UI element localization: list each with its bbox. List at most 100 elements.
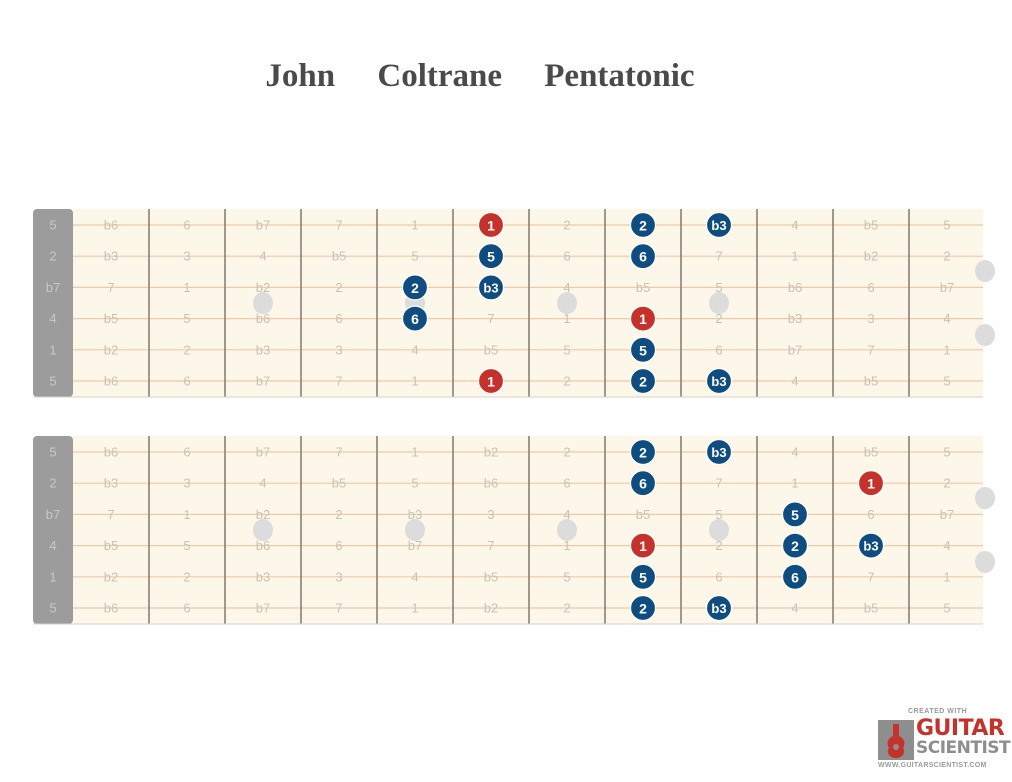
scale-note-marker bbox=[857, 532, 885, 559]
interval-label: 4 bbox=[259, 249, 266, 264]
interval-label: 1 bbox=[183, 507, 190, 522]
note-label: 5 bbox=[487, 249, 495, 265]
scale-note-marker bbox=[401, 274, 429, 301]
note-label: b3 bbox=[483, 280, 498, 295]
interval-label: b6 bbox=[104, 601, 118, 616]
interval-label: 6 bbox=[563, 476, 570, 491]
note-label: 1 bbox=[639, 311, 647, 327]
interval-label: 5 bbox=[563, 569, 570, 584]
interval-label: 4 bbox=[791, 374, 798, 389]
interval-label: 5 bbox=[715, 507, 722, 522]
interval-label: 1 bbox=[411, 218, 418, 233]
interval-label: b3 bbox=[104, 476, 118, 491]
interval-label: 2 bbox=[563, 374, 570, 389]
interval-label: b2 bbox=[256, 507, 270, 522]
interval-label: 2 bbox=[563, 601, 570, 616]
interval-label: 5 bbox=[411, 249, 418, 264]
interval-label: b5 bbox=[636, 507, 650, 522]
interval-label: b2 bbox=[104, 569, 118, 584]
interval-label: 7 bbox=[487, 538, 494, 553]
interval-label: 6 bbox=[183, 374, 190, 389]
scale-note-marker bbox=[781, 563, 809, 590]
interval-label: b5 bbox=[332, 249, 346, 264]
open-string-label: 5 bbox=[49, 374, 56, 389]
note-label: 2 bbox=[639, 374, 647, 390]
interval-label: 3 bbox=[335, 342, 342, 357]
fret-inlay-double bbox=[975, 323, 995, 346]
fret-inlay bbox=[557, 292, 577, 314]
interval-label: 4 bbox=[943, 538, 950, 553]
interval-label: 2 bbox=[715, 311, 722, 326]
interval-label: b7 bbox=[256, 601, 270, 616]
interval-label: 1 bbox=[411, 601, 418, 616]
interval-label: 6 bbox=[183, 218, 190, 233]
scale-note-marker bbox=[629, 594, 657, 622]
fret-inlay-double bbox=[975, 487, 995, 510]
interval-label: 7 bbox=[107, 507, 114, 522]
interval-label: b5 bbox=[332, 476, 346, 491]
interval-label: 3 bbox=[867, 311, 874, 326]
interval-label: b6 bbox=[104, 218, 118, 233]
interval-label: 4 bbox=[943, 311, 950, 326]
note-label: 5 bbox=[791, 507, 799, 523]
interval-label: 3 bbox=[183, 249, 190, 264]
interval-label: 6 bbox=[867, 507, 874, 522]
open-string-label: 4 bbox=[49, 538, 56, 553]
scale-note-marker bbox=[477, 274, 505, 301]
interval-label: b7 bbox=[256, 218, 270, 233]
interval-label: b2 bbox=[864, 249, 878, 264]
interval-label: 6 bbox=[563, 249, 570, 264]
fretboard-background bbox=[73, 209, 983, 397]
title-word-3: Pentatonic bbox=[544, 58, 695, 94]
scale-note-marker bbox=[705, 211, 733, 239]
interval-label: 1 bbox=[791, 476, 798, 491]
note-label: 2 bbox=[639, 445, 647, 461]
interval-label: 7 bbox=[715, 249, 722, 264]
interval-label: b3 bbox=[256, 342, 270, 357]
fret-inlay bbox=[253, 292, 273, 314]
interval-label: b6 bbox=[788, 280, 802, 295]
interval-label: 1 bbox=[563, 538, 570, 553]
interval-label: b7 bbox=[940, 507, 954, 522]
interval-label: 6 bbox=[867, 280, 874, 295]
note-label: 2 bbox=[791, 538, 799, 554]
note-label: b3 bbox=[711, 218, 726, 233]
interval-label: 6 bbox=[183, 601, 190, 616]
interval-label: 2 bbox=[335, 507, 342, 522]
scale-note-marker bbox=[629, 438, 657, 466]
title-word-2: Coltrane bbox=[377, 58, 503, 94]
note-label: 6 bbox=[639, 249, 647, 265]
interval-label: b6 bbox=[484, 476, 498, 491]
interval-label: b5 bbox=[484, 342, 498, 357]
interval-label: 2 bbox=[563, 445, 570, 460]
interval-label: b2 bbox=[104, 342, 118, 357]
note-label: 1 bbox=[639, 538, 647, 554]
guitar-logo-icon bbox=[878, 720, 914, 760]
interval-label: 1 bbox=[183, 280, 190, 295]
interval-label: b5 bbox=[636, 280, 650, 295]
interval-label: 3 bbox=[487, 507, 494, 522]
fret-inlay bbox=[557, 519, 577, 541]
interval-label: b6 bbox=[256, 538, 270, 553]
open-string-label: 2 bbox=[49, 476, 56, 491]
interval-label: b3 bbox=[788, 311, 802, 326]
interval-label: 1 bbox=[563, 311, 570, 326]
fret-inlay bbox=[405, 519, 425, 541]
interval-label: b7 bbox=[256, 445, 270, 460]
note-label: b3 bbox=[711, 601, 726, 616]
note-label: 1 bbox=[867, 476, 875, 492]
fret-inlay bbox=[709, 292, 729, 314]
interval-label: b7 bbox=[940, 280, 954, 295]
interval-label: 4 bbox=[791, 218, 798, 233]
interval-label: 2 bbox=[183, 569, 190, 584]
interval-label: b5 bbox=[104, 311, 118, 326]
interval-label: 4 bbox=[791, 601, 798, 616]
interval-label: b7 bbox=[408, 538, 422, 553]
root-note-marker bbox=[629, 305, 657, 332]
fretboard-background bbox=[73, 436, 983, 624]
interval-label: 7 bbox=[107, 280, 114, 295]
logo-word-scientist: SCIENTIST bbox=[916, 738, 1011, 758]
logo-word-guitar: GUITAR bbox=[916, 716, 1005, 741]
interval-label: 7 bbox=[335, 601, 342, 616]
